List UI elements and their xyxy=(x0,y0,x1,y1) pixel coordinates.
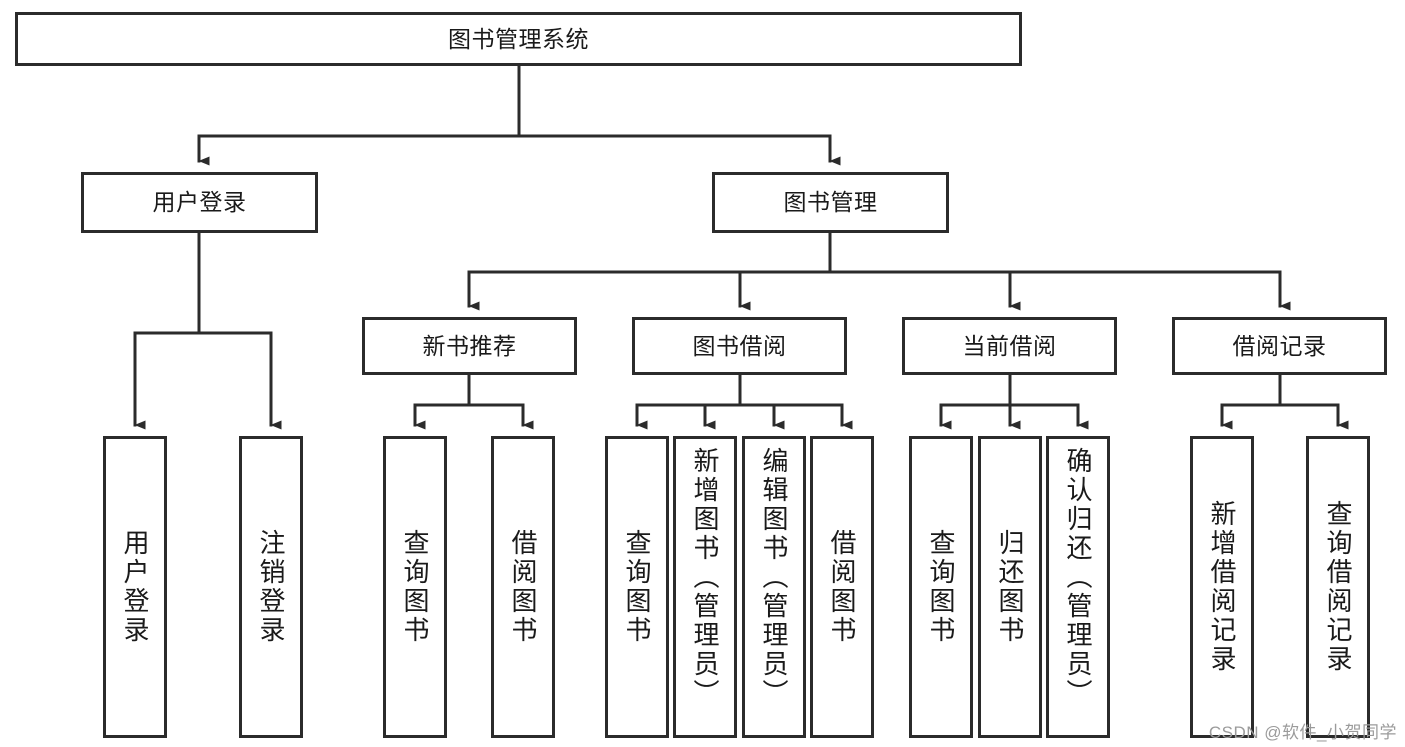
node-leaf-edit-book[interactable]: 编辑图书（管理员） xyxy=(742,436,806,738)
node-root[interactable]: 图书管理系统 xyxy=(15,12,1022,66)
node-current-borrow-label: 当前借阅 xyxy=(962,332,1057,359)
node-leaf-edit-book-label: 编辑图书（管理员） xyxy=(759,447,789,708)
node-user-login-label: 用户登录 xyxy=(152,189,247,216)
node-current-borrow[interactable]: 当前借阅 xyxy=(902,317,1117,375)
node-user-login[interactable]: 用户登录 xyxy=(81,172,318,233)
node-leaf-logout[interactable]: 注销登录 xyxy=(239,436,303,738)
node-book-manage-label: 图书管理 xyxy=(783,189,878,216)
node-leaf-query-book-3[interactable]: 查询图书 xyxy=(909,436,973,738)
node-leaf-confirm-return[interactable]: 确认归还（管理员） xyxy=(1046,436,1110,738)
node-leaf-borrow-book-1-label: 借阅图书 xyxy=(508,529,538,645)
node-new-book-recommend[interactable]: 新书推荐 xyxy=(362,317,577,375)
node-leaf-query-record[interactable]: 查询借阅记录 xyxy=(1306,436,1370,738)
watermark-text: CSDN @软件_小贺同学 xyxy=(1208,723,1397,742)
node-leaf-borrow-book-2-label: 借阅图书 xyxy=(827,529,857,645)
node-leaf-return-book[interactable]: 归还图书 xyxy=(978,436,1042,738)
node-leaf-add-book-label: 新增图书（管理员） xyxy=(690,447,720,708)
node-book-manage[interactable]: 图书管理 xyxy=(712,172,949,233)
node-leaf-query-record-label: 查询借阅记录 xyxy=(1323,500,1353,674)
node-leaf-query-book-1-label: 查询图书 xyxy=(400,529,430,645)
node-borrow-record-label: 借阅记录 xyxy=(1232,332,1327,359)
node-leaf-add-book[interactable]: 新增图书（管理员） xyxy=(673,436,737,738)
node-leaf-query-book-1[interactable]: 查询图书 xyxy=(383,436,447,738)
node-leaf-user-login[interactable]: 用户登录 xyxy=(103,436,167,738)
node-leaf-add-record[interactable]: 新增借阅记录 xyxy=(1190,436,1254,738)
node-leaf-query-book-2-label: 查询图书 xyxy=(622,529,652,645)
node-leaf-confirm-return-label: 确认归还（管理员） xyxy=(1063,447,1093,708)
node-new-book-recommend-label: 新书推荐 xyxy=(422,332,517,359)
node-borrow-record[interactable]: 借阅记录 xyxy=(1172,317,1387,375)
node-book-borrow[interactable]: 图书借阅 xyxy=(632,317,847,375)
node-leaf-add-record-label: 新增借阅记录 xyxy=(1207,500,1237,674)
node-root-label: 图书管理系统 xyxy=(448,25,589,52)
node-leaf-user-login-label: 用户登录 xyxy=(120,529,150,645)
node-leaf-borrow-book-2[interactable]: 借阅图书 xyxy=(810,436,874,738)
node-leaf-logout-label: 注销登录 xyxy=(256,529,286,645)
node-leaf-query-book-2[interactable]: 查询图书 xyxy=(605,436,669,738)
node-leaf-return-book-label: 归还图书 xyxy=(995,529,1025,645)
node-leaf-query-book-3-label: 查询图书 xyxy=(926,529,956,645)
node-book-borrow-label: 图书借阅 xyxy=(692,332,787,359)
node-leaf-borrow-book-1[interactable]: 借阅图书 xyxy=(491,436,555,738)
